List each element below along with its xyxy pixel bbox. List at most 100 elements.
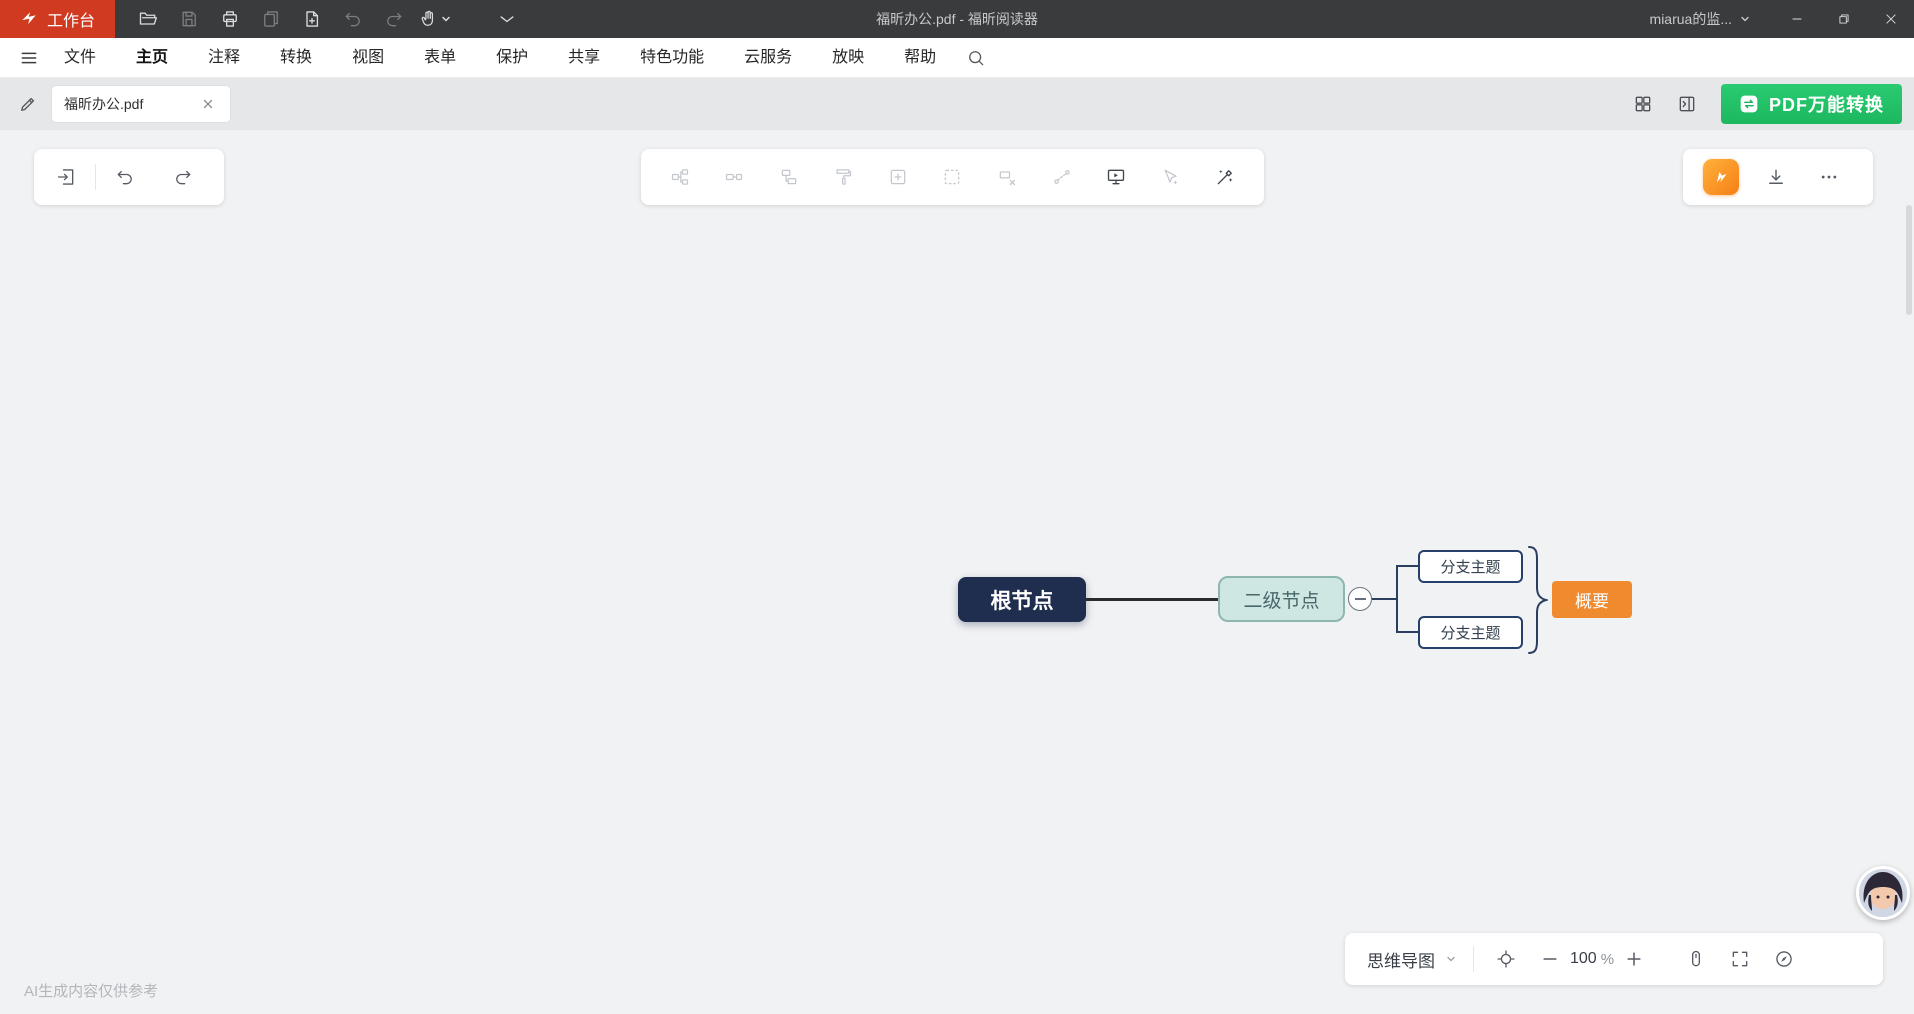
toolbar-divider [1473,946,1474,972]
menu-item-features[interactable]: 特色功能 [620,38,724,78]
locate-icon[interactable] [1490,943,1522,975]
titlebar-quick-tools [131,4,524,34]
foxit-assistant-button[interactable] [1703,159,1739,195]
format-painter-icon[interactable] [827,161,859,193]
menu-item-help[interactable]: 帮助 [884,38,956,78]
canvas-right-toolbar [1683,149,1873,205]
account-menu[interactable]: miarua的监... [1650,9,1751,29]
workspace-label: 工作台 [47,13,96,30]
hand-tool-button[interactable] [418,4,452,34]
chevron-down-icon [1445,953,1457,965]
overview-compass-button[interactable] [1768,943,1800,975]
presentation-mode-icon[interactable] [1100,161,1132,193]
menu-item-protect[interactable]: 保护 [476,38,548,78]
relationship-line-icon[interactable] [1046,161,1078,193]
page-panel-icon[interactable] [1671,88,1703,120]
zoom-level: 100 [1570,950,1597,967]
collapse-toolbar-button[interactable] [490,4,524,34]
insert-topic-icon[interactable] [664,161,696,193]
titlebar-right: miarua的监... [1650,0,1914,38]
menu-item-view[interactable]: 视图 [332,38,404,78]
more-options-icon[interactable] [1813,161,1845,193]
map-redo-button[interactable] [167,161,199,193]
remove-node-icon[interactable] [991,161,1023,193]
new-document-button[interactable] [295,4,329,34]
mindmap-branch-node-1[interactable]: 分支主题 [1418,550,1523,583]
menu-item-convert[interactable]: 转换 [260,38,332,78]
zoom-out-button[interactable] [1534,943,1566,975]
pdf-convert-label: PDF万能转换 [1769,95,1884,115]
tab-label: 福昕办公.pdf [64,96,144,112]
undo-button[interactable] [336,4,370,34]
window-title: 福昕办公.pdf - 福昕阅读器 [876,11,1038,27]
account-name: miarua的监... [1649,11,1732,27]
pdf-convert-button[interactable]: PDF万能转换 [1721,84,1902,124]
menubar: 文件 主页 注释 转换 视图 表单 保护 共享 特色功能 云服务 放映 帮助 [0,38,1914,78]
fullscreen-button[interactable] [1724,943,1756,975]
close-button[interactable] [1867,0,1914,38]
mindmap-root-node[interactable]: 根节点 [958,577,1086,622]
restore-button[interactable] [1820,0,1867,38]
avatar-image [1859,869,1907,917]
canvas-scrollbar[interactable] [1906,205,1912,315]
connector-line [1396,565,1418,567]
connector-root-secondary [1086,598,1218,601]
assistant-avatar[interactable] [1856,866,1910,920]
ai-generate-icon[interactable] [1209,161,1241,193]
map-undo-button[interactable] [109,161,141,193]
connector-line [1372,598,1397,600]
menu-item-cloud[interactable]: 云服务 [724,38,812,78]
enter-panel-icon[interactable] [50,161,82,193]
grid-view-icon[interactable] [1627,88,1659,120]
annotate-pencil-icon[interactable] [12,88,44,120]
menu-item-present[interactable]: 放映 [812,38,884,78]
titlebar: 工作台 [0,0,1914,38]
map-type-label: 思维导图 [1367,951,1435,971]
document-tab[interactable]: 福昕办公.pdf [52,86,230,122]
foxit-logo-icon [20,10,38,28]
menu-item-share[interactable]: 共享 [548,38,620,78]
hand-tool-caret-icon [440,13,452,25]
mindmap-summary-node[interactable]: 概要 [1552,581,1632,618]
mindmap-secondary-node[interactable]: 二级节点 [1218,576,1345,622]
insert-sibling-icon[interactable] [773,161,805,193]
toolbar-divider [95,164,96,190]
chevron-down-icon [1741,16,1749,22]
map-statusbar: 思维导图 100 % [1345,933,1883,985]
copy-button[interactable] [254,4,288,34]
workspace-button[interactable]: 工作台 [0,0,116,38]
map-type-dropdown[interactable]: 思维导图 [1367,947,1457,972]
menu-hamburger-icon[interactable] [14,43,44,73]
insert-subtopic-icon[interactable] [718,161,750,193]
summary-brace [1528,546,1548,654]
save-button[interactable] [172,4,206,34]
insert-node-icon[interactable] [882,161,914,193]
select-area-icon[interactable] [936,161,968,193]
menu-item-home[interactable]: 主页 [116,38,188,78]
menu-item-form[interactable]: 表单 [404,38,476,78]
pdf-convert-icon [1739,94,1759,114]
zoom-unit: % [1600,950,1615,968]
collapse-branch-button[interactable] [1348,587,1372,611]
tab-close-icon[interactable] [198,94,218,114]
ai-disclaimer: AI生成内容仅供参考 [24,983,159,1000]
canvas-left-toolbar [34,149,224,205]
mouse-mode-button[interactable] [1680,943,1712,975]
print-button[interactable] [213,4,247,34]
tabbar: 福昕办公.pdf PDF万能转换 [0,78,1914,130]
connector-line [1396,565,1398,633]
smart-pointer-icon[interactable] [1155,161,1187,193]
minimize-button[interactable] [1773,0,1820,38]
zoom-in-button[interactable] [1618,943,1650,975]
minus-icon [1354,598,1366,600]
menu-item-comment[interactable]: 注释 [188,38,260,78]
mindmap-branch-node-2[interactable]: 分支主题 [1418,616,1523,649]
connector-line [1396,631,1418,633]
open-file-button[interactable] [131,4,165,34]
menu-item-file[interactable]: 文件 [44,38,116,78]
search-icon[interactable] [960,42,992,74]
download-icon[interactable] [1760,161,1792,193]
mindmap-canvas[interactable] [0,130,1914,1014]
redo-button[interactable] [377,4,411,34]
